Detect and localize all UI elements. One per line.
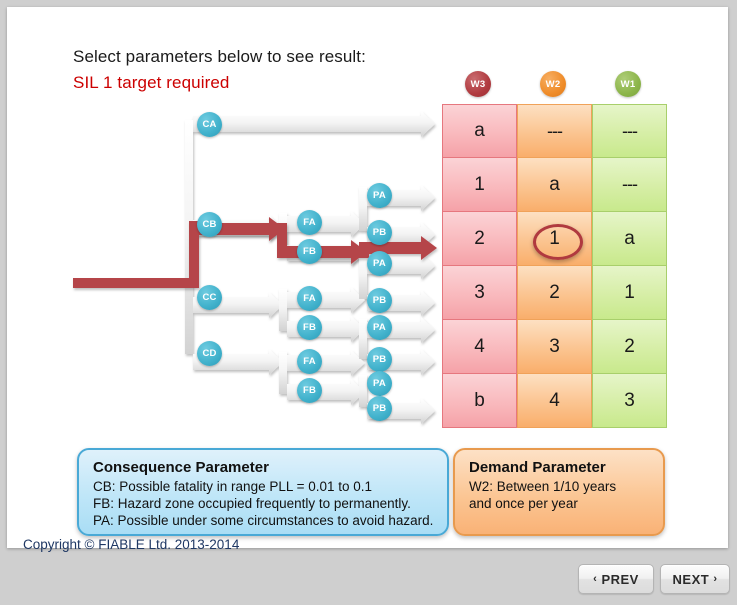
matrix-column-w3: a 1 2 3 4 b xyxy=(442,104,517,428)
tree-node-pb-3[interactable]: PB xyxy=(367,347,392,372)
tree-node-cc[interactable]: CC xyxy=(197,285,222,310)
consequence-parameter-legend: Consequence Parameter CB: Possible fatal… xyxy=(77,448,449,536)
matrix-cell-selected[interactable]: 1 xyxy=(517,212,592,266)
tree-node-pa-3[interactable]: PA xyxy=(367,315,392,340)
matrix-cell[interactable]: 4 xyxy=(517,374,592,428)
tree-node-pb-2[interactable]: PB xyxy=(367,288,392,313)
tree-node-fb-2[interactable]: FB xyxy=(297,315,322,340)
chevron-right-icon: › xyxy=(713,573,718,585)
matrix-cell[interactable]: a xyxy=(442,104,517,158)
legend-line: and once per year xyxy=(469,496,578,511)
matrix-cell[interactable]: --- xyxy=(517,104,592,158)
tree-node-pa-1[interactable]: PA xyxy=(367,183,392,208)
next-button[interactable]: NEXT › xyxy=(660,564,730,594)
tree-node-fb-3[interactable]: FB xyxy=(297,378,322,403)
matrix-cell[interactable]: 3 xyxy=(592,374,667,428)
column-header-w1[interactable]: W1 xyxy=(615,71,641,97)
matrix-cell[interactable]: 2 xyxy=(592,320,667,374)
content-panel: Select parameters below to see result: S… xyxy=(7,7,728,552)
tree-node-fa-3[interactable]: FA xyxy=(297,349,322,374)
matrix-cell[interactable]: 4 xyxy=(442,320,517,374)
matrix-cell-value: 1 xyxy=(549,227,560,249)
prev-button-label: PREV xyxy=(601,571,639,587)
tree-node-fb-1[interactable]: FB xyxy=(297,239,322,264)
tree-node-pb-1[interactable]: PB xyxy=(367,220,392,245)
tree-node-ca[interactable]: CA xyxy=(197,112,222,137)
legend-title: Consequence Parameter xyxy=(93,459,269,476)
legend-line: W2: Between 1/10 years xyxy=(469,479,617,494)
matrix-cell[interactable]: 3 xyxy=(517,320,592,374)
legend-line: PA: Possible under some circumstances to… xyxy=(93,513,434,528)
next-button-label: NEXT xyxy=(672,571,710,587)
tree-node-fa-1[interactable]: FA xyxy=(297,210,322,235)
chevron-left-icon: ‹ xyxy=(593,573,598,585)
matrix-cell[interactable]: 3 xyxy=(442,266,517,320)
tree-node-cb[interactable]: CB xyxy=(197,212,222,237)
legend-line: FB: Hazard zone occupied frequently to p… xyxy=(93,496,411,511)
matrix-cell[interactable]: 2 xyxy=(442,212,517,266)
tree-node-cd[interactable]: CD xyxy=(197,341,222,366)
legend-title: Demand Parameter xyxy=(469,459,606,476)
matrix-cell[interactable]: 2 xyxy=(517,266,592,320)
tree-node-fa-2[interactable]: FA xyxy=(297,286,322,311)
column-header-w2[interactable]: W2 xyxy=(540,71,566,97)
matrix-column-w2: --- a 1 2 3 4 xyxy=(517,104,592,428)
matrix-cell[interactable]: b xyxy=(442,374,517,428)
matrix-cell[interactable]: --- xyxy=(592,104,667,158)
matrix-cell[interactable]: a xyxy=(592,212,667,266)
column-header-w3[interactable]: W3 xyxy=(465,71,491,97)
result-text: SIL 1 target required xyxy=(73,73,230,92)
matrix-cell[interactable]: --- xyxy=(592,158,667,212)
matrix-cell[interactable]: 1 xyxy=(442,158,517,212)
matrix-cell[interactable]: a xyxy=(517,158,592,212)
tree-node-pa-4[interactable]: PA xyxy=(367,371,392,396)
demand-parameter-legend: Demand Parameter W2: Between 1/10 years … xyxy=(453,448,665,536)
prev-button[interactable]: ‹ PREV xyxy=(578,564,654,594)
tree-node-pb-4[interactable]: PB xyxy=(367,396,392,421)
matrix-cell[interactable]: 1 xyxy=(592,266,667,320)
tree-node-pa-2[interactable]: PA xyxy=(367,251,392,276)
legend-line: CB: Possible fatality in range PLL = 0.0… xyxy=(93,479,373,494)
matrix-column-w1: --- --- a 1 2 3 xyxy=(592,104,667,428)
copyright-text: Copyright © FIABLE Ltd. 2013-2014 xyxy=(23,537,240,552)
page-title: Select parameters below to see result: xyxy=(73,47,366,66)
